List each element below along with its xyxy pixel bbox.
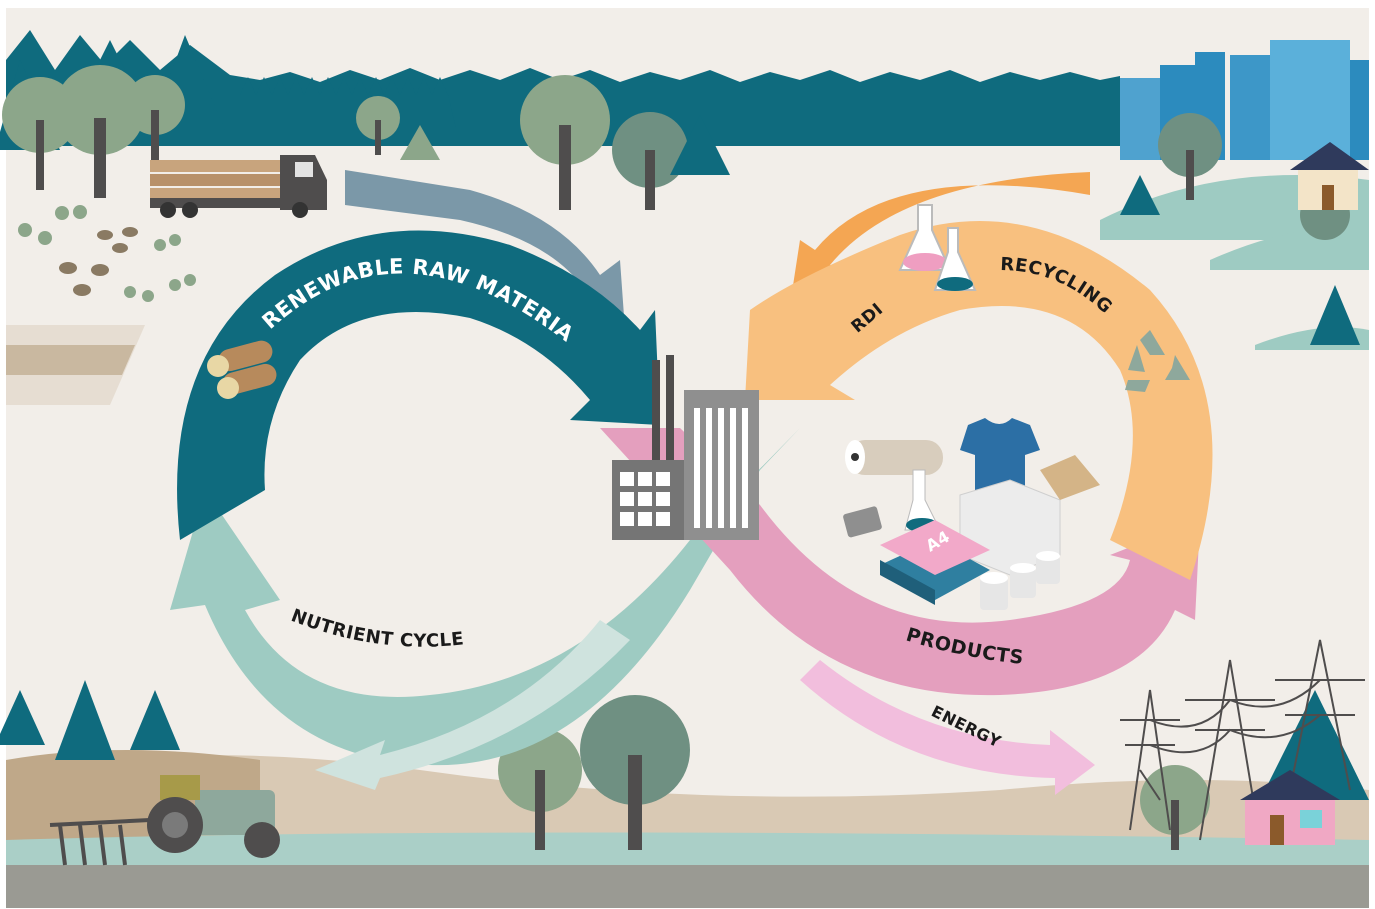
house-icon xyxy=(1240,770,1340,845)
seedlings xyxy=(18,205,196,302)
products-arrow xyxy=(600,428,1200,696)
stumps xyxy=(59,227,138,296)
truck-icon xyxy=(150,155,327,218)
nutrient-tail-arrow xyxy=(315,620,630,790)
paper-ream-icon: A4 xyxy=(880,520,990,605)
truck-flow-arrow xyxy=(345,170,625,330)
flask-icon xyxy=(898,204,977,291)
left-trees xyxy=(0,35,730,210)
recycling-arrow xyxy=(745,221,1213,580)
factory-icon xyxy=(612,355,759,540)
toilet-roll-icon xyxy=(980,551,1060,610)
bottom-trees xyxy=(498,690,1369,850)
house-icon xyxy=(1290,142,1369,210)
tractor-icon xyxy=(49,775,280,866)
power-pylon-icon xyxy=(1120,639,1365,841)
products-cluster: A4 xyxy=(843,418,1100,610)
rdi-arrow xyxy=(790,172,1090,305)
field-strip xyxy=(6,325,145,405)
recycle-icon xyxy=(1125,330,1190,392)
tshirt-icon xyxy=(960,418,1040,495)
city-icon xyxy=(1100,40,1369,350)
energy-arrow xyxy=(800,660,1095,795)
logs-icon xyxy=(207,340,277,399)
renewable-raw-material-arrow xyxy=(177,230,660,541)
nutrient-cycle-arrow xyxy=(170,428,800,766)
